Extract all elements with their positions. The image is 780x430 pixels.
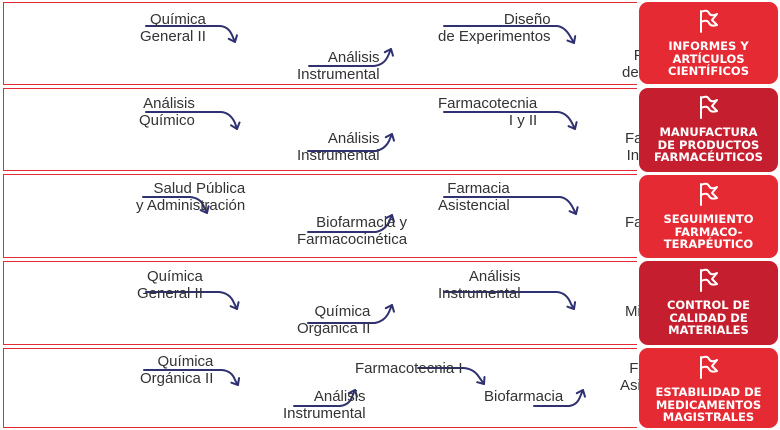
arrowhead [230,377,241,386]
arrowhead [199,205,210,214]
arrow-connector [293,389,356,407]
arrowhead [384,304,395,313]
arrowhead [227,34,238,43]
arrow-connector [417,367,485,385]
pathway-arrows [145,111,578,152]
pathway-arrows [145,25,577,67]
arrow-connector [145,25,236,43]
course-label: Farmacotecnia I [355,360,463,377]
arrow-connector [143,369,239,386]
arrowhead [568,206,579,215]
arrowhead [566,301,577,310]
flag-icon [700,182,718,206]
arrowhead [476,376,486,385]
arrowhead [566,35,577,44]
pathway-arrows [142,196,579,233]
arrow-connector [443,291,575,310]
arrowhead [347,389,358,398]
arrowhead [384,214,395,223]
flag-icon [700,9,718,33]
arrow-connector [145,111,238,130]
arrow-connector [308,48,392,67]
arrowhead [384,133,395,142]
arrow-connector [443,111,576,130]
arrow-connector [307,214,393,233]
arrow-connector [533,389,584,407]
arrow-connector [443,25,575,44]
course-label: Biofarmacia [484,388,564,405]
arrowhead [575,389,586,398]
arrow-connector [307,304,393,324]
flag-icon [700,268,718,292]
arrow-connector [443,196,577,215]
arrowhead [567,121,578,130]
flag-icon [700,355,718,379]
arrow-connector [145,291,238,310]
flag-icon [700,95,718,119]
pathway-arrows [145,291,577,324]
arrowhead [383,48,394,57]
pathway-arrows [143,367,586,407]
arrow-connector [307,133,393,152]
arrow-connector [142,196,208,214]
arrowhead [229,301,240,310]
arrowhead [230,121,241,130]
